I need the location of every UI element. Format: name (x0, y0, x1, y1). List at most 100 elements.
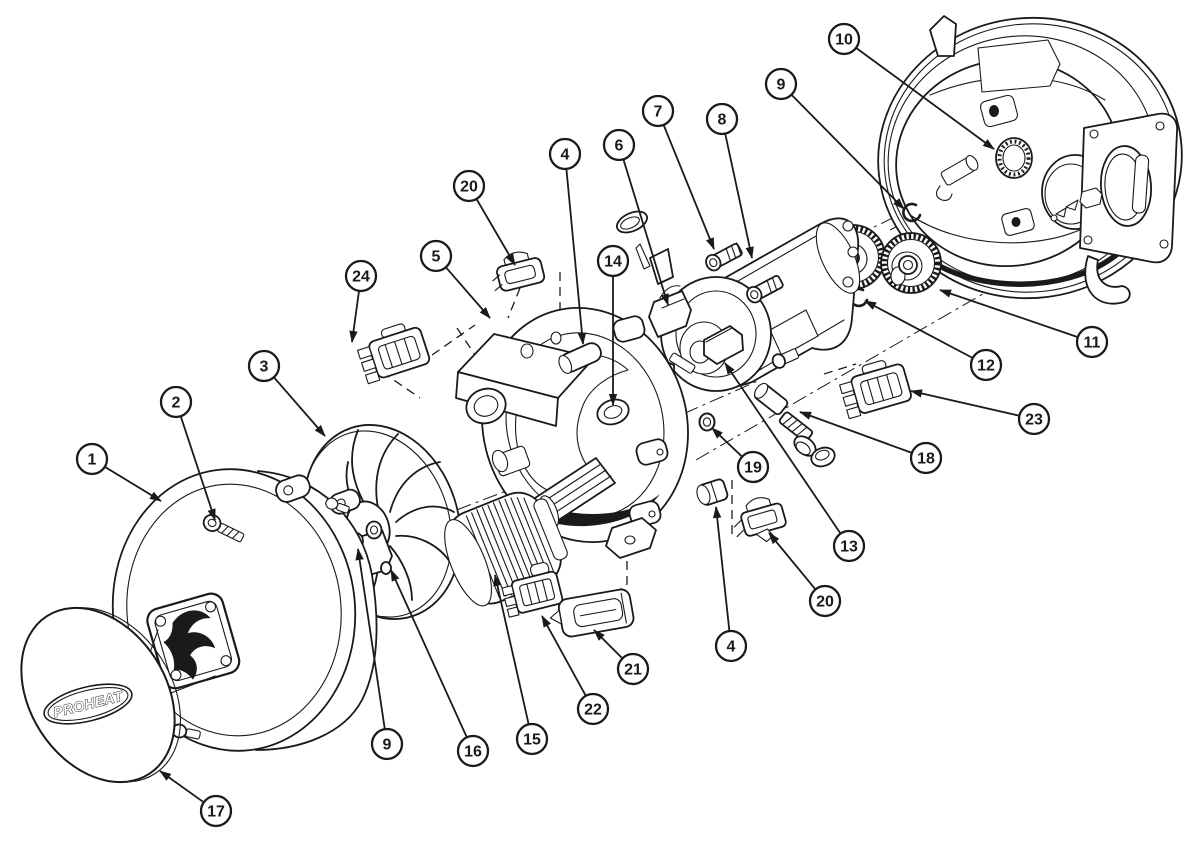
blower-housing (877, 15, 1183, 305)
callout-number: 22 (584, 702, 602, 719)
callout-number: 18 (917, 451, 935, 468)
leader-line (390, 569, 468, 738)
leader-line (475, 198, 516, 266)
callout-balloon (75, 442, 109, 476)
callout-4-3: 4 (548, 137, 587, 345)
callout-number: 23 (1025, 412, 1043, 429)
housing-boss (977, 39, 1061, 93)
callout-balloon (344, 259, 378, 293)
housing-mount-block-2 (1001, 208, 1035, 236)
wire-clip-top (492, 251, 546, 292)
callout-19-20: 19 (711, 427, 770, 484)
callout-8-8: 8 (705, 102, 754, 259)
callout-21-23: 21 (593, 629, 650, 686)
callout-number: 17 (207, 804, 225, 821)
leader-line (768, 532, 817, 590)
callout-balloon (705, 102, 739, 136)
callout-balloon (641, 94, 675, 128)
pin (635, 243, 651, 270)
callout-number: 5 (432, 249, 441, 266)
housing-flange (1079, 112, 1178, 264)
seal-washer (616, 210, 648, 234)
connector-24 (356, 323, 431, 385)
callout-balloon (909, 441, 943, 475)
callout-balloon (515, 722, 549, 756)
neck-box-front (455, 371, 559, 427)
motor-label (769, 309, 819, 357)
callout-3-2: 3 (247, 349, 326, 437)
callout-number: 24 (352, 269, 370, 286)
mount-pad-mid (635, 438, 669, 466)
leader-line (445, 266, 491, 319)
callout-number: 3 (260, 359, 269, 376)
leader-line (355, 548, 386, 730)
housing-hook (1084, 255, 1131, 305)
cover-screw-inner (325, 497, 350, 514)
housing-mount-block-1 (980, 94, 1018, 128)
callout-number: 2 (172, 395, 181, 412)
callout-balloon (370, 727, 404, 761)
callout-number: 9 (777, 77, 786, 94)
callout-balloon (832, 529, 866, 563)
callout-balloon (596, 244, 630, 278)
housing-stud (935, 155, 979, 201)
callout-7-7: 7 (641, 94, 715, 250)
leader-line (541, 615, 587, 697)
callout-balloon (736, 450, 770, 484)
callout-balloon (419, 239, 453, 273)
leader-line (939, 289, 1079, 338)
wedge-block (649, 248, 674, 285)
drain-fitting (1050, 187, 1103, 222)
callout-number: 15 (523, 732, 541, 749)
bottom-tab (605, 517, 657, 559)
callout-balloon (452, 169, 486, 203)
brush-holder (648, 285, 692, 338)
callout-15-16: 15 (493, 574, 549, 756)
callout-1-0: 1 (75, 442, 162, 502)
callout-number: 1 (88, 452, 97, 469)
callout-number: 14 (604, 254, 622, 271)
callout-18-19: 18 (799, 411, 943, 475)
motor-screw-1 (705, 242, 743, 272)
flange-handle-slot (1131, 154, 1150, 214)
leader-line (724, 133, 754, 259)
leader-line (713, 506, 731, 632)
spacer-washer (810, 446, 836, 468)
callout-2-1: 2 (159, 385, 216, 521)
callout-number: 12 (977, 358, 995, 375)
leader-line (711, 427, 743, 458)
callout-number: 10 (835, 32, 853, 49)
leader-line (179, 415, 216, 521)
callout-number: 4 (561, 147, 570, 164)
leader-line (910, 389, 1020, 417)
callout-number: 20 (460, 179, 478, 196)
callout-balloon (199, 794, 233, 828)
connector-23 (839, 360, 912, 420)
shaft-bushing (995, 137, 1033, 179)
standoff (753, 382, 789, 416)
callout-number: 20 (816, 594, 834, 611)
leader-line (565, 168, 587, 345)
front-cover-disc: PROHEAT (20, 606, 182, 784)
vent-opening (146, 592, 241, 690)
leader-line (349, 290, 360, 343)
callout-17-18: 17 (159, 770, 233, 828)
callout-number: 4 (727, 639, 736, 656)
callout-number: 13 (840, 539, 858, 556)
callout-number: 16 (464, 744, 482, 761)
callout-balloon (576, 692, 610, 726)
motor-screw-3 (771, 348, 800, 369)
callout-balloon (969, 348, 1003, 382)
callout-balloon (548, 137, 582, 171)
callout-balloon (159, 385, 193, 419)
callout-4-4: 4 (713, 506, 748, 663)
callout-balloon (827, 22, 861, 56)
fan-seen-through-vent (163, 610, 216, 680)
leader-line (593, 629, 624, 660)
wire-clip-bottom (733, 497, 787, 543)
motor-screw-2 (746, 274, 784, 304)
callout-balloon (714, 629, 748, 663)
lower-boss (491, 445, 531, 477)
